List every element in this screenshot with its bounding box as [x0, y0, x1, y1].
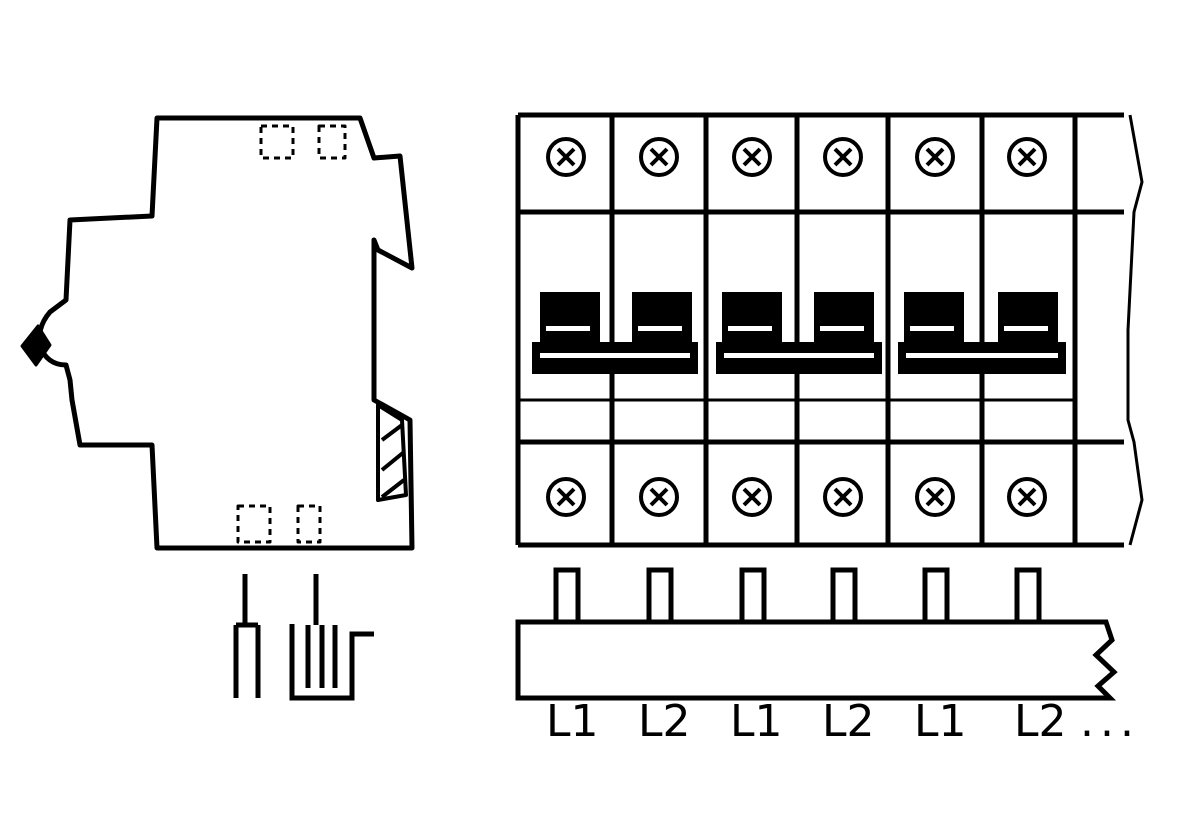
busbar-pin	[739, 567, 767, 625]
phase-label: L2	[1014, 696, 1067, 747]
top-terminal-slots	[259, 124, 347, 160]
screw-icon	[732, 137, 772, 177]
panel-break-edge	[1126, 114, 1144, 546]
phase-label: L1	[914, 696, 967, 747]
busbar-pin	[1014, 567, 1042, 625]
breaker-handle-pair-1	[532, 292, 698, 374]
busbar-pin	[922, 567, 950, 625]
busbar-side-profile	[233, 574, 374, 701]
screw-icon	[639, 137, 679, 177]
screw-icon	[915, 137, 955, 177]
busbar-pin	[553, 567, 581, 625]
screw-icon	[1007, 137, 1047, 177]
din-rail-clip	[376, 403, 408, 502]
top-screw-row	[546, 137, 1047, 177]
screw-icon	[823, 477, 863, 517]
bottom-terminal-slots	[236, 504, 322, 544]
breaker-toggle-knob	[20, 324, 52, 367]
phase-label: L2	[822, 696, 875, 747]
breaker-panel-front	[515, 112, 1144, 548]
busbar-bar	[515, 619, 1118, 701]
breaker-handle-pair-2	[716, 292, 882, 374]
busbar-pin	[830, 567, 858, 625]
busbar-pin	[646, 567, 674, 625]
busbar-front	[515, 567, 1118, 701]
screw-icon	[546, 137, 586, 177]
phase-label: L1	[730, 696, 783, 747]
breaker-handle-pair-3	[898, 292, 1066, 374]
bottom-screw-row	[546, 477, 1047, 517]
screw-icon	[546, 477, 586, 517]
screw-icon	[732, 477, 772, 517]
phase-label: L1	[546, 696, 599, 747]
breaker-body-outline	[37, 115, 415, 551]
screw-icon	[823, 137, 863, 177]
screw-icon	[1007, 477, 1047, 517]
breaker-side-view	[20, 115, 415, 551]
screw-icon	[915, 477, 955, 517]
continuation-ellipsis: ...	[1080, 696, 1140, 747]
screw-icon	[639, 477, 679, 517]
toggle-handles	[532, 292, 1066, 374]
phase-label: L2	[638, 696, 691, 747]
